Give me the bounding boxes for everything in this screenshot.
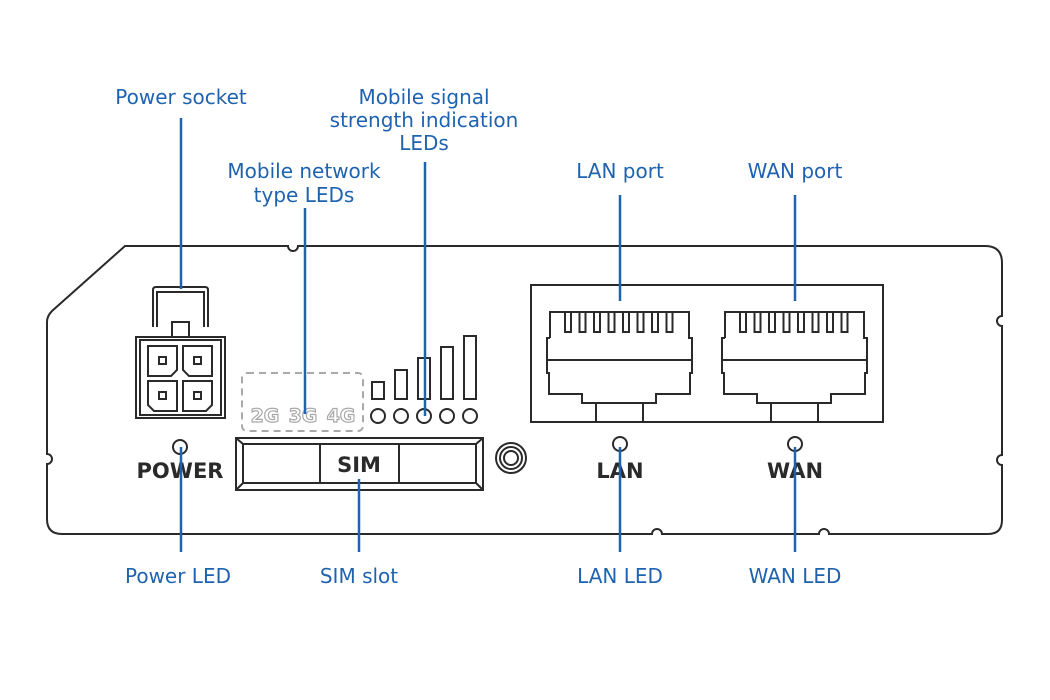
jack-pin bbox=[593, 312, 601, 333]
sim-slot bbox=[235, 437, 484, 491]
network-type-3g: 3G bbox=[289, 405, 318, 427]
jack-pin bbox=[739, 312, 747, 333]
jack-pin bbox=[578, 312, 587, 333]
callout-sim-slot: SIM slot bbox=[320, 564, 398, 588]
jack-pin bbox=[636, 312, 645, 333]
jack-pin bbox=[782, 312, 791, 333]
signal-bar-5 bbox=[463, 335, 477, 400]
callout-wan-port: WAN port bbox=[748, 159, 843, 183]
jack-pin bbox=[607, 312, 616, 333]
jack-pin bbox=[797, 312, 805, 333]
wan-port bbox=[721, 311, 868, 422]
jack-pin bbox=[564, 312, 572, 333]
jack-pin bbox=[622, 312, 630, 333]
signal-led-4 bbox=[439, 408, 455, 424]
lan-port bbox=[546, 311, 693, 422]
chassis-outline bbox=[46, 245, 1003, 535]
jack-pin bbox=[651, 312, 659, 333]
signal-bar-2 bbox=[394, 369, 408, 400]
callout-network-type-line1: Mobile network bbox=[227, 159, 381, 183]
jack-pin bbox=[753, 312, 762, 333]
jack-pin bbox=[811, 312, 820, 333]
signal-led-2 bbox=[393, 408, 409, 424]
callout-signal-line2: strength indication bbox=[330, 108, 519, 132]
reset-button bbox=[495, 442, 527, 474]
signal-bar-4 bbox=[440, 346, 454, 400]
ethernet-port-housing bbox=[530, 284, 884, 423]
jack-pin bbox=[826, 312, 834, 333]
power-socket bbox=[135, 286, 226, 419]
callout-lan-led: LAN LED bbox=[577, 564, 663, 588]
jack-pin bbox=[768, 312, 776, 333]
sim-label: SIM bbox=[337, 453, 381, 477]
callout-power-led: Power LED bbox=[125, 564, 231, 588]
signal-bar-1 bbox=[371, 381, 385, 400]
callout-signal-line1: Mobile signal bbox=[358, 85, 489, 109]
jack-pin bbox=[665, 312, 674, 333]
callout-signal-line3: LEDs bbox=[399, 131, 449, 155]
network-type-4g: 4G bbox=[327, 405, 356, 427]
network-type-2g: 2G bbox=[251, 405, 280, 427]
network-type-led-area bbox=[241, 372, 364, 432]
callout-network-type-line2: type LEDs bbox=[254, 183, 355, 207]
jack-outline bbox=[721, 311, 868, 422]
jack-pin bbox=[840, 312, 849, 333]
jack-outline bbox=[546, 311, 693, 422]
signal-led-5 bbox=[462, 408, 478, 424]
callout-wan-led: WAN LED bbox=[749, 564, 842, 588]
callout-lan-port: LAN port bbox=[576, 159, 664, 183]
signal-led-1 bbox=[370, 408, 386, 424]
callout-power-socket: Power socket bbox=[115, 85, 247, 109]
